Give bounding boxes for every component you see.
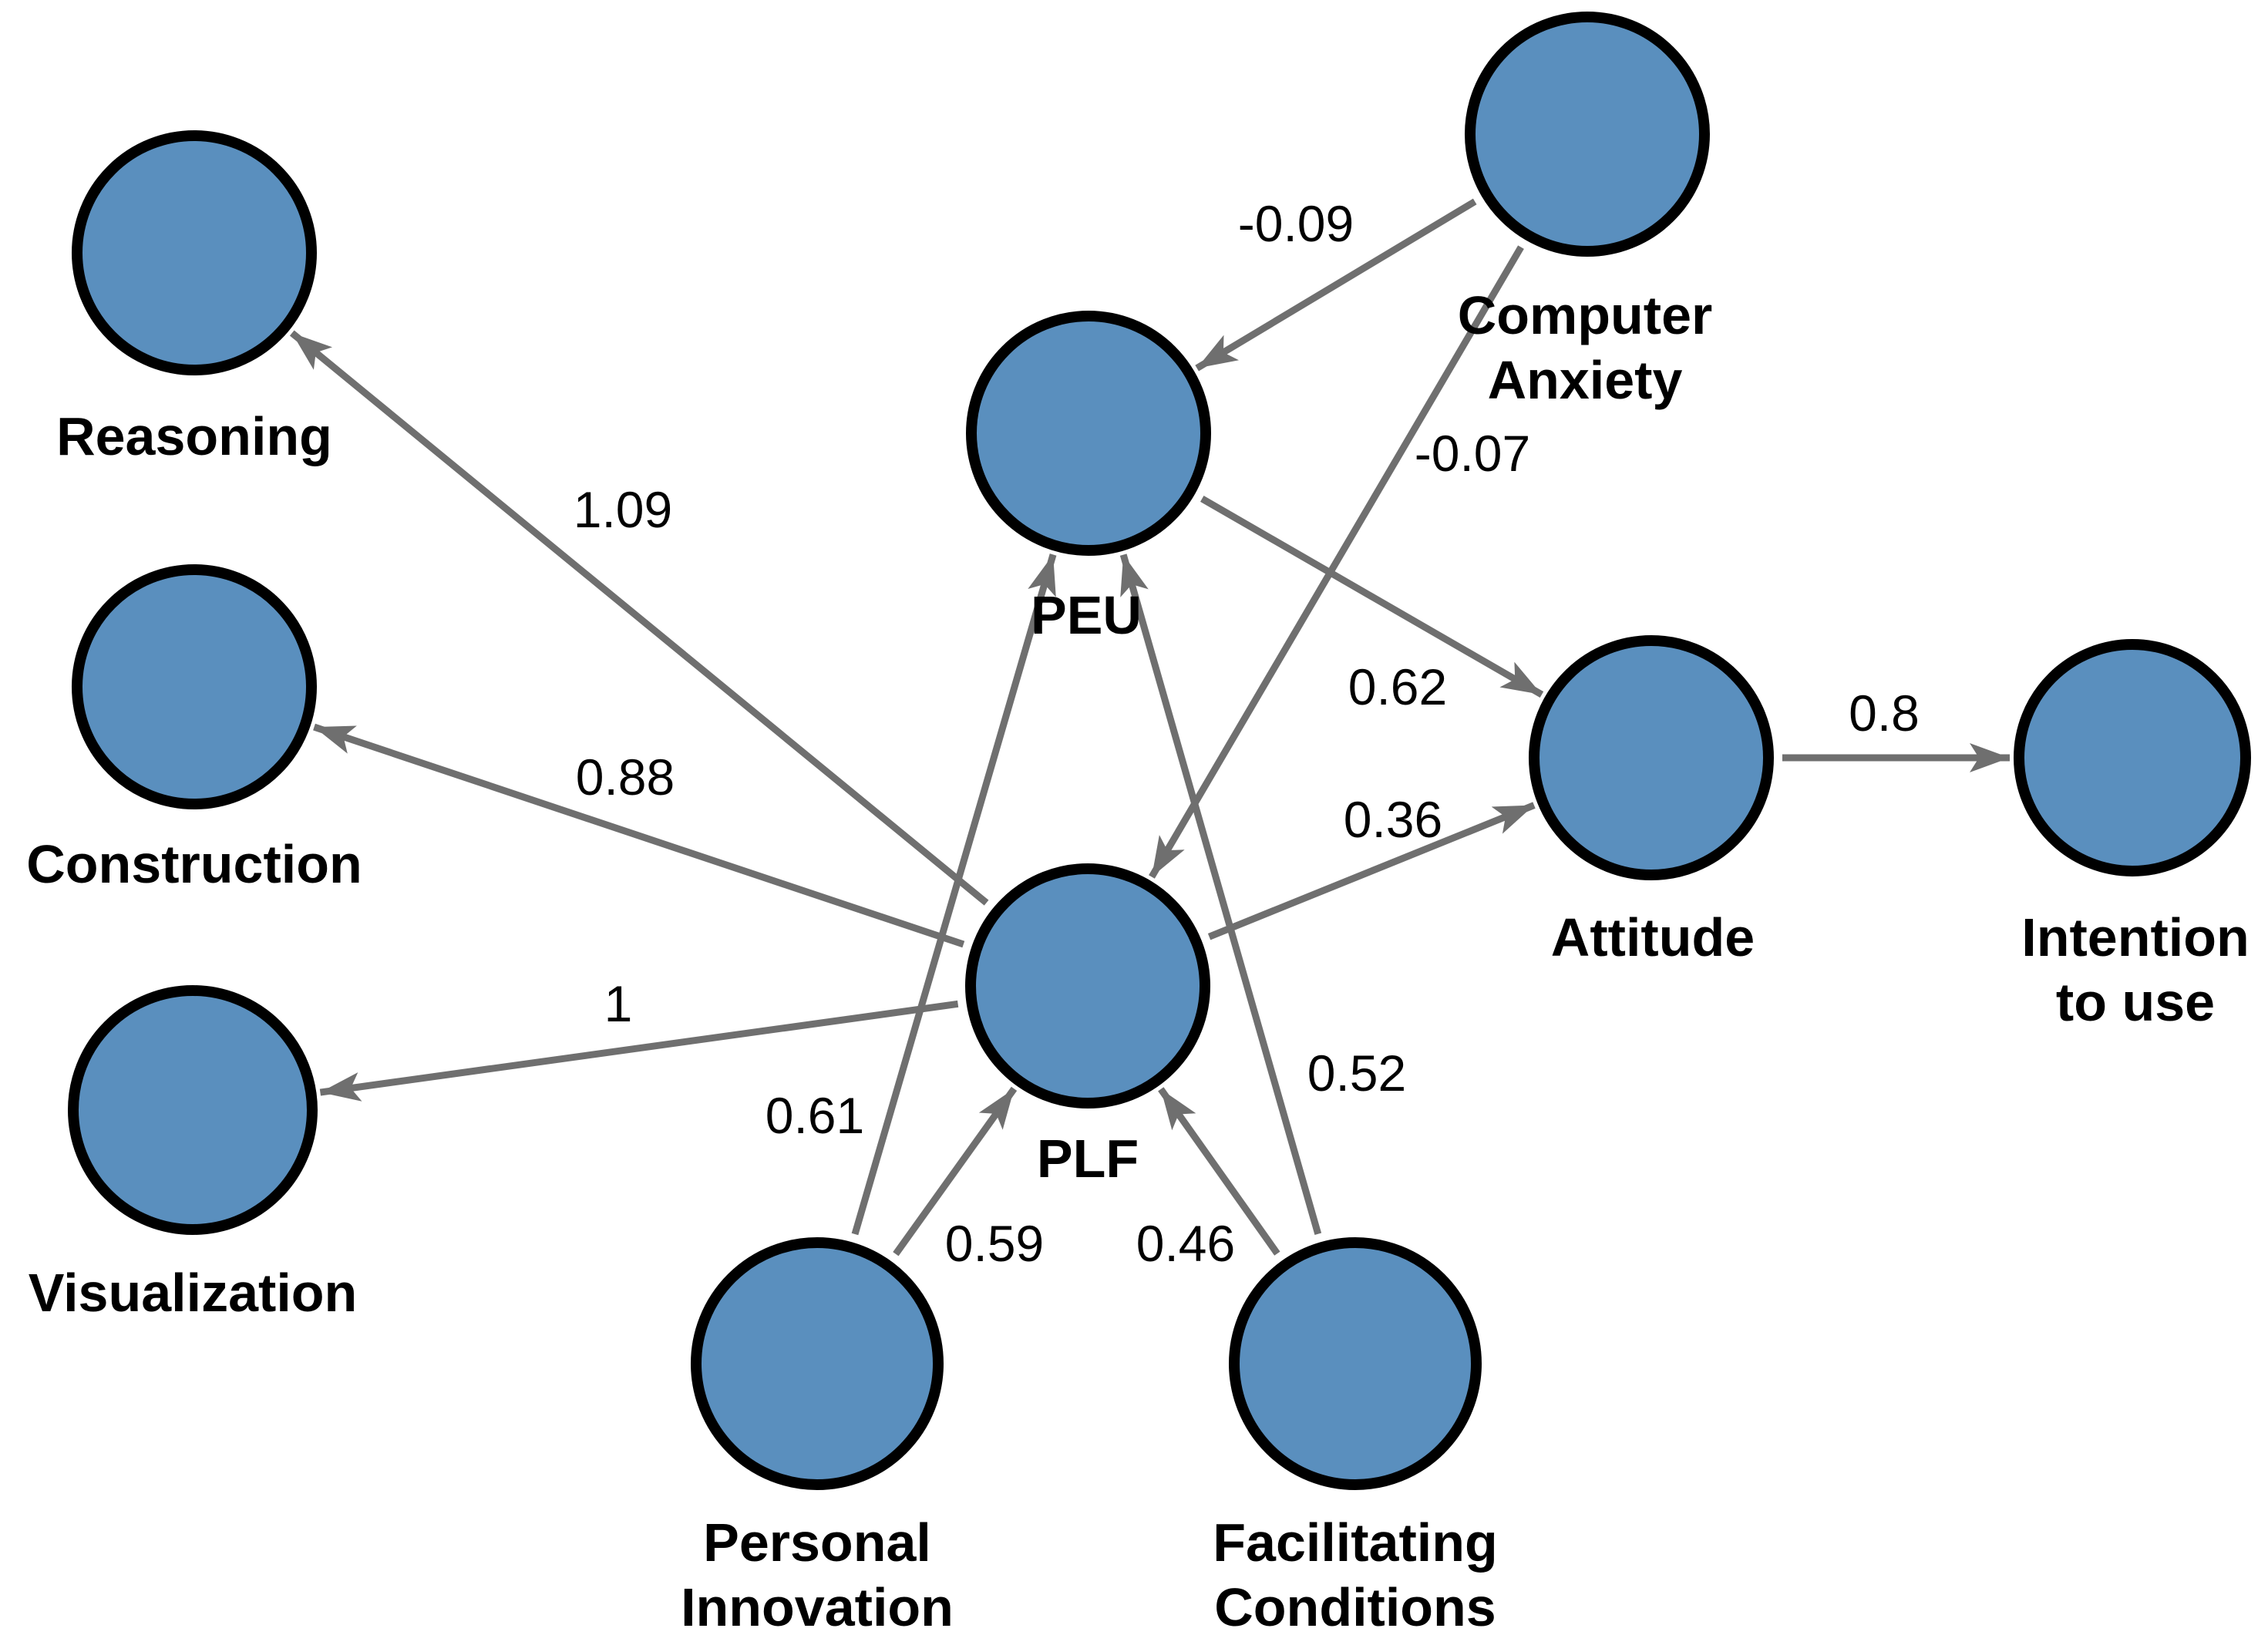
node-label: Intention [2021, 907, 2249, 967]
node-label: PLF [1037, 1129, 1139, 1189]
node-visualization: Visualization [29, 985, 358, 1323]
node-label: Anxiety [1488, 350, 1683, 410]
node-circle [691, 1237, 944, 1490]
edge-computer-anxiety-to-peu [1195, 198, 1477, 372]
node-label: Innovation [681, 1577, 954, 1635]
node-label: Conditions [1214, 1577, 1496, 1635]
edge-computer-anxiety-to-plf [1149, 245, 1524, 879]
edge-personal-innovation-to-peu [851, 553, 1057, 1236]
node-label: Reasoning [56, 406, 332, 466]
arrow-line [313, 723, 965, 948]
node-attitude: Attitude [1529, 635, 1774, 967]
edge-weight-label: 0.61 [766, 1087, 864, 1144]
arrow-line [289, 330, 989, 906]
node-label: Personal [703, 1512, 931, 1573]
arrow-line [893, 1086, 1018, 1257]
arrow-line [1119, 553, 1322, 1236]
node-label: PEU [1031, 585, 1142, 645]
node-label: Attitude [1551, 907, 1755, 967]
edge-facilitating-conditions-to-peu [1119, 553, 1322, 1236]
edges-layer [289, 198, 2010, 1257]
node-circle [966, 311, 1211, 556]
node-plf: PLF [965, 863, 1210, 1189]
node-label: to use [2056, 972, 2215, 1032]
edge-plf-to-construction [313, 723, 965, 948]
node-circle [1229, 1237, 1482, 1490]
edge-weight-label: 1 [604, 975, 633, 1032]
arrow-line [1207, 802, 1536, 940]
edge-weight-label: -0.07 [1415, 425, 1530, 482]
arrow-line [851, 553, 1057, 1236]
arrow-line [1158, 1087, 1280, 1256]
edge-facilitating-conditions-to-plf [1158, 1087, 1280, 1256]
node-circle [72, 130, 317, 375]
edge-weight-label: -0.09 [1238, 195, 1354, 252]
edge-weight-label: 0.46 [1136, 1215, 1235, 1272]
node-circle [1465, 12, 1710, 257]
node-label: Visualization [29, 1263, 358, 1323]
edge-peu-to-attitude [1200, 496, 1544, 698]
arrow-line [1200, 496, 1544, 698]
node-label: Construction [26, 834, 362, 894]
edge-weight-label: 0.59 [945, 1215, 1044, 1272]
edge-labels-layer: 1.09 0.88 1 0.36 0.62 0.8 -0.09 -0.07 0.61 0.59 0.… [574, 195, 1920, 1272]
edge-weight-label: 0.52 [1307, 1045, 1406, 1102]
node-peu: PEU [966, 311, 1211, 645]
node-circle [965, 863, 1210, 1109]
arrow-line [1195, 198, 1477, 372]
node-reasoning: Reasoning [56, 130, 332, 466]
edge-weight-label: 1.09 [574, 481, 672, 538]
edge-plf-to-attitude [1207, 802, 1536, 940]
node-circle [72, 564, 317, 809]
edge-weight-label: 0.36 [1344, 791, 1442, 848]
edge-weight-label: 0.8 [1849, 685, 1920, 742]
node-label: Facilitating [1213, 1512, 1497, 1573]
edge-plf-to-reasoning [289, 330, 989, 906]
arrow-line [319, 1000, 959, 1102]
edge-weight-label: 0.62 [1348, 658, 1447, 715]
arrow-line [1149, 245, 1524, 879]
node-construction: Construction [26, 564, 362, 894]
node-circle [68, 985, 318, 1235]
node-circle [1529, 635, 1774, 880]
edge-personal-innovation-to-plf [893, 1086, 1018, 1257]
node-label: Computer [1458, 285, 1713, 345]
edge-weight-label: 0.88 [576, 749, 675, 806]
node-circle [2014, 639, 2251, 876]
edge-plf-to-visualization [319, 1000, 959, 1102]
